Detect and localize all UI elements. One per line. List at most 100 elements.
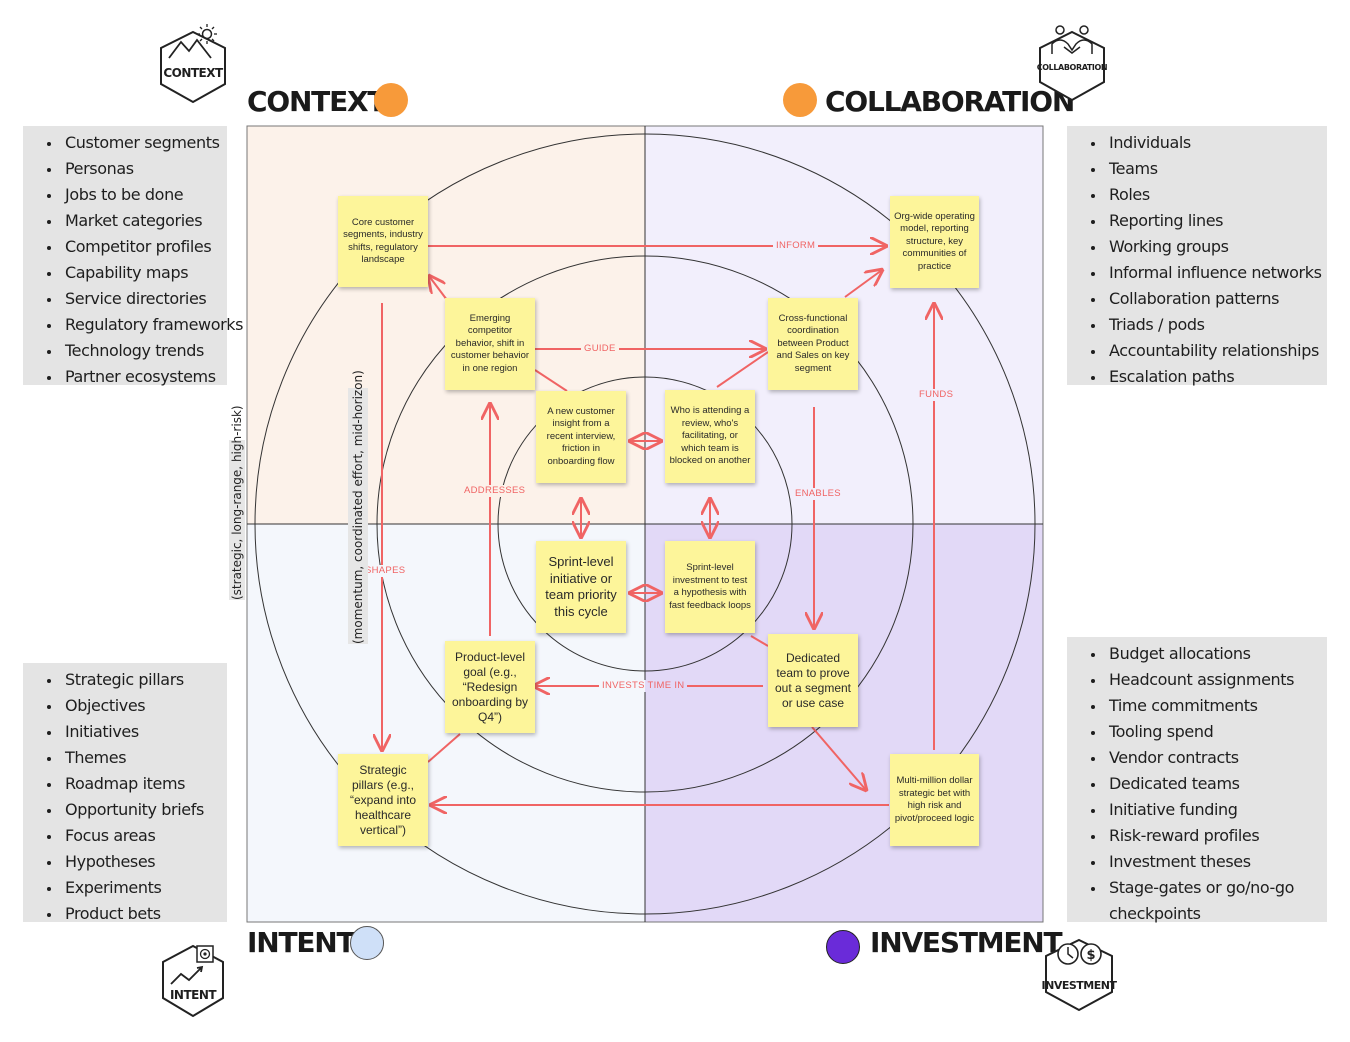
who-to-cross-line <box>716 351 769 388</box>
collaboration-list-item: Informal influence networks <box>1087 260 1322 286</box>
edge-label-enables: ENABLES <box>792 488 844 500</box>
investment-list-item: Dedicated teams <box>1087 771 1321 797</box>
investment-list-item: Budget allocations <box>1087 641 1321 667</box>
intent-list-item: Roadmap items <box>43 771 221 797</box>
insight-to-emerging-line <box>534 369 568 392</box>
intent-badge: INTENT <box>157 940 229 1020</box>
context-list-item: Customer segments <box>43 130 221 156</box>
edge-label-inform: INFORM <box>773 240 819 252</box>
intent-dot <box>350 926 384 960</box>
intent-list-item: Product bets <box>43 901 221 927</box>
note-cross-functional[interactable]: Cross-functional coordination between Pr… <box>768 298 858 390</box>
target-trend-icon <box>162 944 224 1018</box>
intent-badge-label: INTENT <box>169 988 217 1002</box>
collaboration-list-item: Accountability relationships <box>1087 338 1321 364</box>
collaboration-list-item: Reporting lines <box>1087 208 1321 234</box>
edge-label-addresses: ADDRESSES <box>461 485 529 497</box>
note-emerging-competitor[interactable]: Emerging competitor behavior, shift in c… <box>445 298 535 390</box>
collaboration-dot <box>783 83 817 117</box>
svg-text:$: $ <box>1086 948 1095 963</box>
intent-list-item: Objectives <box>43 693 221 719</box>
context-list-item: Regulatory frameworks <box>43 312 243 338</box>
edge-label-funds: FUNDS <box>916 389 957 401</box>
note-new-customer-insight[interactable]: A new customer insight from a recent int… <box>536 391 626 483</box>
context-list-item: Partner ecosystems <box>43 364 221 390</box>
note-sprint-investment[interactable]: Sprint-level investment to test a hypoth… <box>665 541 755 633</box>
context-list-item: Service directories <box>43 286 221 312</box>
context-list-item: Market categories <box>43 208 221 234</box>
middle-ring-label: (momentum, coordinated effort, mid-horiz… <box>348 370 368 644</box>
note-who-attending[interactable]: Who is attending a review, who's facilit… <box>665 390 755 483</box>
people-handshake-icon <box>1039 25 1105 102</box>
collaboration-list-item: Roles <box>1087 182 1321 208</box>
intent-list-item: Focus areas <box>43 823 221 849</box>
note-org-wide[interactable]: Org-wide operating model, reporting stru… <box>890 196 979 288</box>
context-badge: CONTEXT <box>155 22 231 106</box>
collaboration-list-item: Collaboration patterns <box>1087 286 1321 312</box>
dedicated-to-multi-arrow <box>811 726 866 790</box>
intent-list-item: Experiments <box>43 875 221 901</box>
intent-title: INTENT <box>247 926 356 959</box>
cross-to-org-arrow <box>844 270 882 298</box>
context-list-item: Personas <box>43 156 221 182</box>
investment-list-item: Initiative funding <box>1087 797 1321 823</box>
collaboration-badge-label: COLLABORATION <box>1036 63 1108 72</box>
inner-ring <box>497 376 793 672</box>
note-product-goal[interactable]: Product-level goal (e.g., “Redesign onbo… <box>445 641 535 733</box>
collaboration-list-item: Triads / pods <box>1087 312 1321 338</box>
investment-list-item: Risk-reward profiles <box>1087 823 1321 849</box>
outer-ring-label: (strategic, long-range, high-risk) <box>229 405 245 600</box>
middle-ring <box>376 255 914 793</box>
investment-badge-label: INVESTMENT <box>1041 979 1117 992</box>
investment-title: INVESTMENT <box>870 926 1063 959</box>
edge-label-invests-time-in: INVESTS TIME IN <box>599 680 688 692</box>
context-list-item: Technology trends <box>43 338 221 364</box>
collaboration-list-item: Individuals <box>1087 130 1321 156</box>
context-title: CONTEXT <box>247 85 387 118</box>
investment-list-item: Headcount assignments <box>1087 667 1321 693</box>
investment-list-item: Stage-gates or go/no-go checkpoints <box>1087 875 1321 927</box>
context-dot <box>374 83 408 117</box>
edge-label-shapes: SHAPES <box>362 565 409 577</box>
investment-badge: $ INVESTMENT <box>1040 934 1118 1014</box>
collaboration-title: COLLABORATION <box>825 85 1075 118</box>
emerging-to-core-arrow <box>429 276 448 301</box>
outer-ring <box>254 133 1036 915</box>
intent-list-item: Opportunity briefs <box>43 797 221 823</box>
note-multi-million[interactable]: Multi-million dollar strategic bet with … <box>890 754 979 846</box>
note-dedicated-team[interactable]: Dedicated team to prove out a segment or… <box>768 634 858 727</box>
context-list-item: Competitor profiles <box>43 234 221 260</box>
note-strategic-pillars[interactable]: Strategic pillars (e.g., “expand into he… <box>338 754 428 846</box>
intent-list-item: Initiatives <box>43 719 221 745</box>
investment-dot <box>826 930 860 964</box>
edge-label-guide: GUIDE <box>581 343 619 355</box>
note-sprint-initiative[interactable]: Sprint-level initiative or team priority… <box>536 541 626 633</box>
investment-list-item: Time commitments <box>1087 693 1321 719</box>
investment-list-item: Investment theses <box>1087 849 1321 875</box>
collaboration-list-item: Teams <box>1087 156 1321 182</box>
context-badge-label: CONTEXT <box>163 66 223 80</box>
sprint-to-dedicated-line <box>750 635 769 647</box>
context-list-item: Capability maps <box>43 260 221 286</box>
context-list-item: Jobs to be done <box>43 182 221 208</box>
note-core-customer[interactable]: Core customer segments, industry shifts,… <box>338 196 428 287</box>
intent-list-item: Themes <box>43 745 221 771</box>
goal-to-pillars-line <box>427 733 461 763</box>
investment-list-item: Tooling spend <box>1087 719 1321 745</box>
intent-list-item: Hypotheses <box>43 849 221 875</box>
mountain-sun-icon <box>160 24 226 104</box>
collaboration-list-item: Working groups <box>1087 234 1321 260</box>
intent-list-item: Strategic pillars <box>43 667 221 693</box>
collaboration-badge: COLLABORATION <box>1034 20 1110 104</box>
clock-dollar-icon: $ <box>1045 938 1113 1012</box>
investment-list-item: Vendor contracts <box>1087 745 1321 771</box>
collaboration-list-item: Escalation paths <box>1087 364 1321 390</box>
